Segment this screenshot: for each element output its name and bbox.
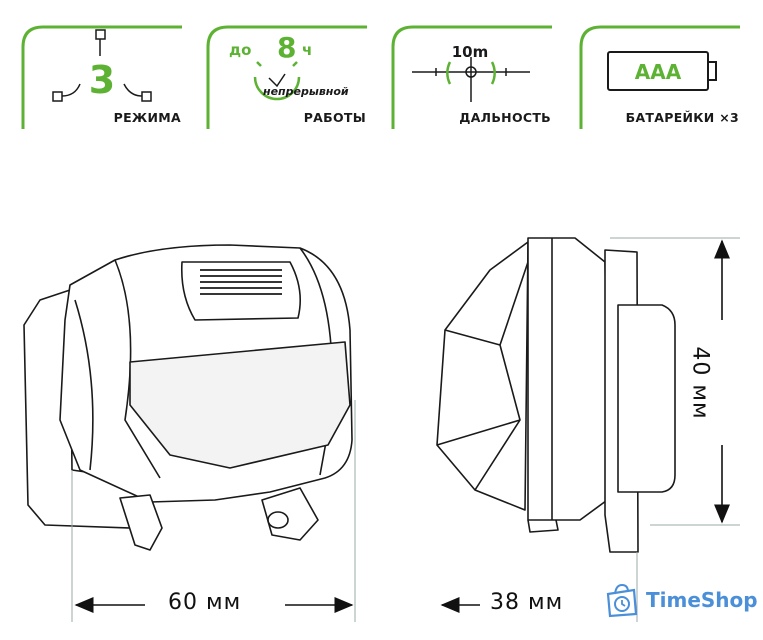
range-badge: 10m ДАЛЬНОСТЬ xyxy=(390,22,555,132)
modes-badge: 3 РЕЖИМА xyxy=(20,22,185,132)
battery-label: БАТАРЕЙКИ ×3 xyxy=(625,110,739,125)
badge-frame: 3 xyxy=(21,25,182,129)
side-view xyxy=(436,237,676,553)
timeshop-watermark: TimeShop xyxy=(602,580,758,620)
battery-icon xyxy=(607,51,717,91)
lens-panel xyxy=(129,341,351,469)
depth-dimension-label: 38 мм xyxy=(490,590,564,615)
badge-frame: 10m xyxy=(391,25,552,129)
side-body xyxy=(527,237,611,521)
badge-frame: до 8 ч непрерывной xyxy=(206,25,367,129)
modes-label: РЕЖИМА xyxy=(113,110,181,125)
crosshair-icon xyxy=(412,57,530,102)
shopping-bag-clock-icon xyxy=(606,583,638,618)
runtime-note: непрерывной xyxy=(263,85,349,98)
front-view xyxy=(23,244,353,551)
watermark-brand: TimeShop xyxy=(646,588,758,612)
modes-number: 3 xyxy=(89,58,115,102)
dimension-lines xyxy=(71,237,740,622)
range-distance: 10m xyxy=(452,43,489,61)
side-battery-cover xyxy=(617,304,676,493)
runtime-hours: 8 xyxy=(277,31,296,64)
battery-badge: AAA БАТАРЕЙКИ ×3 xyxy=(578,22,743,132)
width-dimension-label: 60 мм xyxy=(168,590,242,615)
button-grille xyxy=(200,269,282,295)
left-clip xyxy=(119,494,163,551)
clock-icon xyxy=(253,61,301,101)
battery-type: AAA xyxy=(635,60,682,84)
runtime-badge: до 8 ч непрерывной РАБОТЫ xyxy=(205,22,370,132)
range-label: ДАЛЬНОСТЬ xyxy=(459,110,551,125)
side-lens-cone xyxy=(436,241,529,511)
right-clip xyxy=(261,487,319,541)
runtime-unit: ч xyxy=(302,41,312,59)
runtime-label: РАБОТЫ xyxy=(303,110,366,125)
badge-frame: AAA xyxy=(579,25,740,129)
height-dimension-label: 40 мм xyxy=(687,346,713,420)
runtime-prefix: до xyxy=(229,41,251,59)
